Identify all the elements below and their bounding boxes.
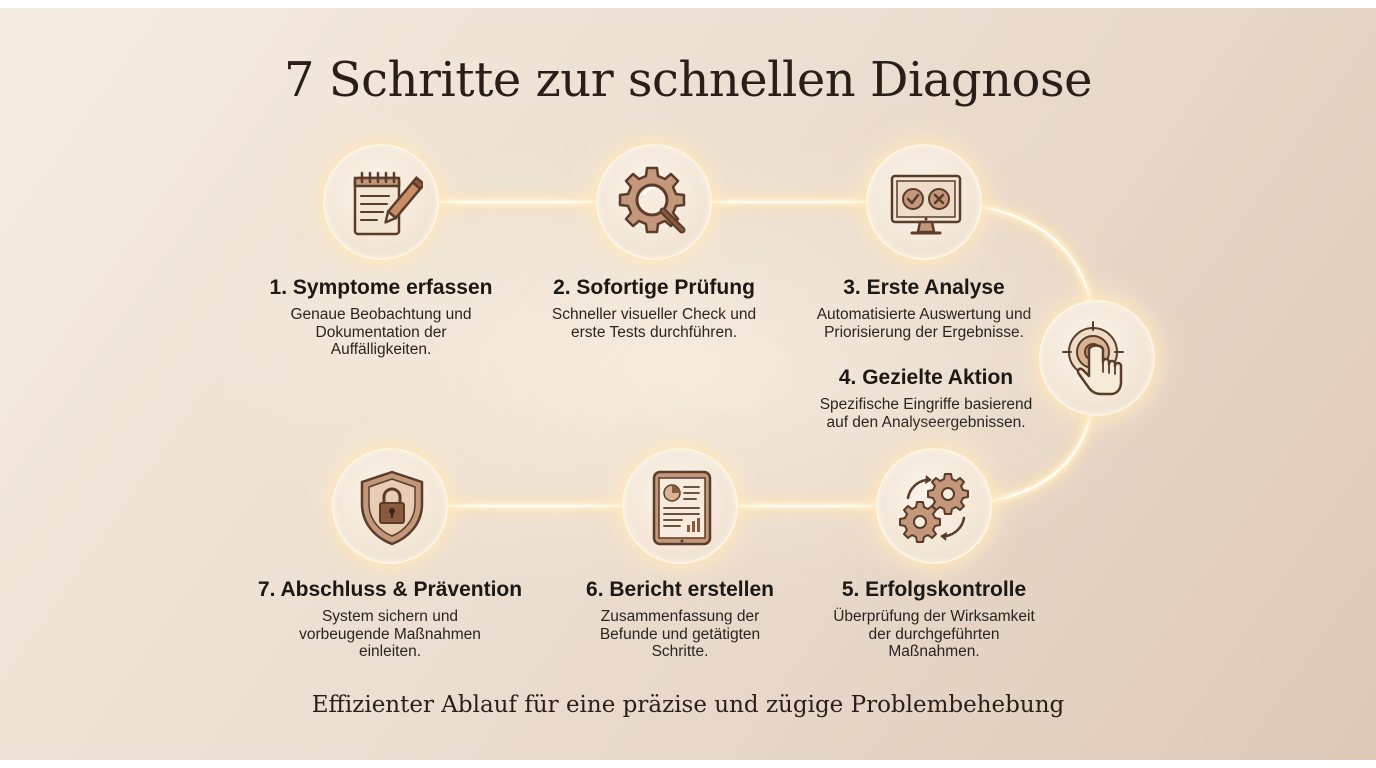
- step-1-description: Genaue Beobachtung und Dokumentation der…: [251, 306, 511, 359]
- gear-magnifier-icon: [618, 166, 686, 234]
- step-5-title: 5. Erfolgskontrolle: [841, 578, 1027, 601]
- step-3-desc-line: Priorisierung der Ergebnisse.: [824, 323, 1024, 341]
- target-hand-icon: [1062, 321, 1124, 396]
- step-7-description: System sichern und vorbeugende Maßnahmen…: [260, 608, 520, 661]
- step-2-desc-line: Schneller visueller Check und: [551, 306, 757, 323]
- step-5-description: Überprüfung der Wirksamkeit der durchgef…: [804, 608, 1064, 661]
- step-1-node: [323, 144, 439, 260]
- monitor-check-cross-icon: [890, 174, 962, 235]
- step-7-desc-line: System sichern und: [321, 608, 459, 625]
- step-2-desc-line: erste Tests durchführen.: [571, 323, 737, 341]
- step-1-desc-line: Genaue Beobachtung und: [290, 306, 472, 323]
- step-4-description: Spezifische Eingriffe basierend auf den …: [796, 396, 1056, 431]
- step-7-desc-line: einleiten.: [358, 643, 422, 660]
- step-7-title: 7. Abschluss & Prävention: [257, 578, 523, 601]
- step-3-description: Automatisierte Auswertung und Priorisier…: [794, 306, 1054, 341]
- step-7-node: [332, 448, 448, 564]
- step-3-title: 3. Erste Analyse: [843, 276, 1005, 299]
- step-6-desc-line: Schritte.: [651, 643, 709, 660]
- step-4-title: 4. Gezielte Aktion: [838, 366, 1014, 389]
- page-subtitle: Effizienter Ablauf für eine präzise und …: [311, 692, 1065, 718]
- gears-cycle-icon: [899, 473, 969, 543]
- shield-lock-icon: [360, 470, 424, 546]
- step-6-description: Zusammenfassung der Befunde und getätigt…: [550, 608, 810, 661]
- step-5-node: [876, 448, 992, 564]
- step-1-desc-line: Dokumentation der: [315, 323, 447, 341]
- step-4-desc-line: Spezifische Eingriffe basierend: [819, 396, 1033, 413]
- step-2-description: Schneller visueller Check und erste Test…: [524, 306, 784, 341]
- step-4-node: [1039, 300, 1155, 416]
- step-4-desc-line: auf den Analyseergebnissen.: [826, 413, 1026, 431]
- step-3-node: [866, 144, 982, 260]
- page-title: 7 Schritte zur schnellen Diagnose: [284, 52, 1092, 108]
- step-2-title: 2. Sofortige Prüfung: [553, 276, 755, 299]
- step-7-desc-line: vorbeugende Maßnahmen: [299, 625, 481, 643]
- step-6-desc-line: Befunde und getätigten: [599, 625, 761, 643]
- step-1-desc-line: Auffälligkeiten.: [330, 341, 432, 358]
- notepad-pencil-icon: [353, 171, 423, 236]
- tablet-report-icon: [652, 470, 712, 546]
- step-3-desc-line: Automatisierte Auswertung und: [816, 306, 1032, 323]
- step-5-desc-line: Maßnahmen.: [888, 643, 980, 660]
- step-5-desc-line: der durchgeführten: [868, 625, 1000, 643]
- step-2-node: [596, 144, 712, 260]
- diagram-canvas: 7 Schritte zur schnellen Diagnose 1. Sym…: [0, 8, 1376, 760]
- step-5-desc-line: Überprüfung der Wirksamkeit: [833, 608, 1035, 625]
- step-1-title: 1. Symptome erfassen: [269, 276, 493, 299]
- step-6-node: [622, 448, 738, 564]
- step-6-desc-line: Zusammenfassung der: [600, 608, 760, 625]
- step-6-title: 6. Bericht erstellen: [586, 578, 774, 601]
